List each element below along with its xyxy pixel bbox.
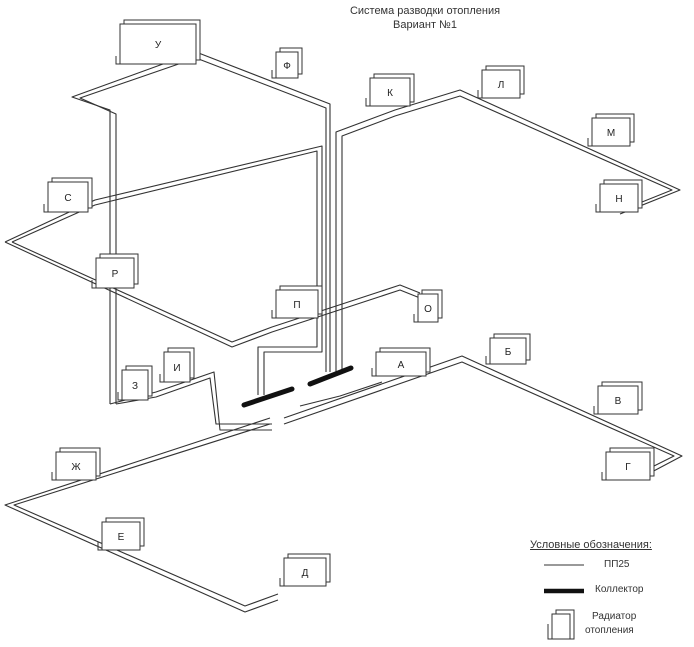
radiator-5: Д: [279, 553, 331, 587]
pipe-upper-right-loop-inner: [341, 95, 673, 372]
radiator-label: А: [398, 360, 405, 371]
radiator-2: Б: [485, 333, 531, 365]
radiator-4: Г: [601, 447, 655, 481]
radiator-15: П: [271, 285, 323, 319]
radiator-11: Л: [477, 65, 525, 99]
legend-pipe-label: ПП25: [604, 559, 630, 570]
radiator-layer: А Б В Г Д Е Ж З И К Л М Н О П Р С У Ф: [43, 19, 655, 587]
pipe-lower-loop: [4, 355, 683, 613]
radiator-label: Ф: [283, 61, 291, 72]
legend-heading: Условные обозначения:: [530, 539, 652, 551]
radiator-1: А: [371, 347, 431, 377]
radiator-label: М: [607, 128, 615, 139]
legend-radiator-label-1: Радиатор: [592, 611, 637, 622]
pipe-lower-loop-inner: [13, 361, 675, 607]
radiator-8: З: [117, 365, 153, 401]
title-line-2: Вариант №1: [393, 19, 457, 31]
radiator-18: У: [115, 19, 201, 65]
radiator-12: М: [587, 113, 635, 147]
collector-left: [241, 386, 295, 408]
radiator-10: К: [365, 73, 415, 107]
radiator-6: Е: [97, 517, 145, 551]
legend-collector-label: Коллектор: [595, 584, 644, 595]
title-line-1: Система разводки отопления: [349, 5, 501, 17]
radiator-label: З: [132, 381, 138, 392]
pipe-upper-left-bottom: [4, 241, 421, 348]
radiator-19: Ф: [271, 47, 303, 79]
radiator-label: Р: [112, 269, 119, 280]
pipe-upper-left-bottom-inner: [11, 241, 421, 343]
radiator-label: В: [615, 396, 622, 407]
radiator-label: О: [424, 304, 432, 315]
pipe-branch-a: [299, 381, 383, 407]
radiator-3: В: [593, 381, 643, 415]
pipe-riser-u-inner: [79, 57, 327, 404]
pipe-upper-right-loop: [335, 89, 681, 372]
radiator-14: О: [413, 289, 443, 323]
radiator-label: К: [387, 88, 393, 99]
radiator-label: Д: [302, 568, 309, 579]
radiator-label: И: [173, 363, 180, 374]
radiator-label: Е: [118, 532, 125, 543]
radiator-label: Л: [498, 80, 505, 91]
radiator-label: Н: [615, 194, 622, 205]
radiator-label: Ж: [71, 462, 81, 473]
radiator-label: У: [155, 40, 162, 51]
radiator-7: Ж: [51, 447, 101, 481]
legend-radiator-symbol: [547, 609, 575, 640]
legend-radiator-label-2: отопления: [585, 625, 634, 636]
radiator-9: И: [159, 347, 195, 383]
pipe-riser-u: [71, 51, 331, 404]
radiator-label: Б: [505, 347, 512, 358]
radiator-label: С: [64, 193, 71, 204]
radiator-13: Н: [595, 179, 643, 213]
radiator-label: Г: [625, 462, 631, 473]
collector-right: [307, 365, 354, 387]
radiator-17: С: [43, 177, 93, 213]
radiator-label: П: [293, 300, 300, 311]
radiator-16: Р: [91, 253, 139, 289]
